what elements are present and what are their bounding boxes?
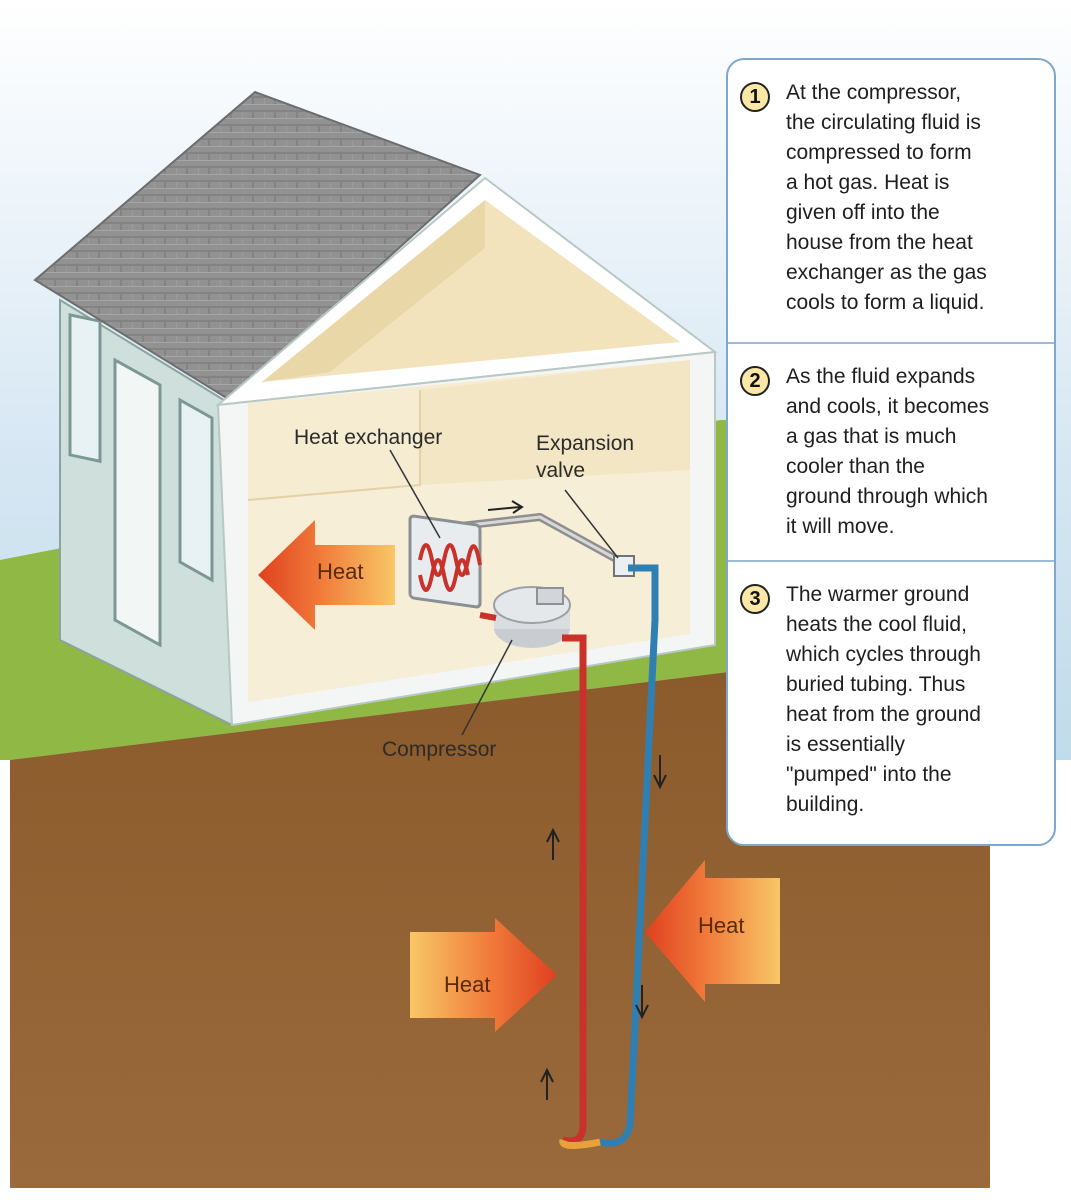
step-line: The warmer ground bbox=[786, 583, 970, 606]
step-line: buried tubing. Thus bbox=[786, 673, 966, 696]
heat-exchanger-label: Heat exchanger bbox=[294, 426, 443, 449]
house-roof bbox=[33, 90, 482, 402]
attic-shade bbox=[262, 200, 485, 382]
step-line: exchanger as the gas bbox=[786, 261, 987, 284]
flow-arrow-up-2 bbox=[540, 1067, 554, 1100]
expansion-valve-label-line1: Expansion bbox=[536, 432, 635, 455]
step-line: cooler than the bbox=[786, 455, 925, 478]
top-pipe-inner bbox=[451, 515, 619, 562]
compressor-cap bbox=[536, 587, 564, 605]
step-line: given off into the bbox=[786, 201, 940, 224]
flow-arrow-down-2 bbox=[635, 985, 649, 1020]
step-text: As the fluid expands and cools, it becom… bbox=[786, 362, 1040, 542]
step-number-badge: 1 bbox=[740, 82, 770, 112]
heat-label-house: Heat bbox=[317, 559, 364, 584]
heat-exchanger-coil bbox=[418, 543, 482, 577]
house-window-left bbox=[68, 313, 102, 464]
loop-bottom bbox=[559, 1138, 601, 1149]
step-line: "pumped" into the bbox=[786, 763, 952, 786]
step-text: At the compressor, the circulating fluid… bbox=[786, 78, 1040, 318]
step-line: which cycles through bbox=[786, 643, 981, 666]
expansion-valve-label-line2: valve bbox=[536, 459, 586, 482]
heat-label-ground-right: Heat bbox=[698, 913, 745, 938]
step-number-badge: 3 bbox=[740, 584, 770, 614]
step-3: 3 The warmer ground heats the cool fluid… bbox=[728, 560, 1054, 844]
compressor-link-pipe bbox=[479, 612, 497, 621]
step-line: As the fluid expands bbox=[786, 365, 976, 388]
step-line: it will move. bbox=[786, 515, 895, 538]
cold-pipe bbox=[599, 564, 659, 1147]
leader-compressor bbox=[461, 639, 513, 736]
step-line: is essentially bbox=[786, 733, 906, 756]
step-line: cools to form a liquid. bbox=[786, 291, 985, 314]
compressor-label: Compressor bbox=[382, 738, 497, 761]
heat-arrow-ground-left bbox=[410, 918, 557, 1032]
step-number-badge: 2 bbox=[740, 366, 770, 396]
flow-arrow-down-1 bbox=[653, 755, 667, 790]
step-line: building. bbox=[786, 793, 865, 816]
heat-label-ground-left: Heat bbox=[444, 972, 491, 997]
hot-pipe bbox=[562, 634, 587, 1145]
flow-arrow-up-1 bbox=[546, 827, 560, 860]
flow-arrow-top bbox=[487, 500, 524, 514]
step-line: At the compressor, bbox=[786, 81, 962, 104]
step-line: and cools, it becomes bbox=[786, 395, 990, 418]
step-line: heats the cool fluid, bbox=[786, 613, 967, 636]
step-line: house from the heat bbox=[786, 231, 973, 254]
heat-arrow-house bbox=[258, 520, 395, 630]
step-line: ground through which bbox=[786, 485, 988, 508]
interior-ceiling-line bbox=[247, 390, 421, 501]
heat-arrow-ground-right bbox=[645, 860, 780, 1002]
leader-expansion-valve bbox=[564, 489, 619, 559]
leader-heat-exchanger bbox=[389, 449, 441, 539]
step-line: compressed to form bbox=[786, 141, 972, 164]
step-text: The warmer ground heats the cool fluid, … bbox=[786, 580, 1040, 820]
step-line: a hot gas. Heat is bbox=[786, 171, 950, 194]
steps-panel: 1 At the compressor, the circulating flu… bbox=[726, 58, 1056, 846]
house-door bbox=[113, 357, 162, 648]
step-1: 1 At the compressor, the circulating flu… bbox=[728, 60, 1054, 342]
step-2: 2 As the fluid expands and cools, it bec… bbox=[728, 342, 1054, 560]
heat-exchanger-coil-lower bbox=[418, 558, 470, 592]
step-line: heat from the ground bbox=[786, 703, 981, 726]
step-line: a gas that is much bbox=[786, 425, 957, 448]
house-window-right bbox=[178, 397, 214, 583]
step-line: the circulating fluid is bbox=[786, 111, 981, 134]
